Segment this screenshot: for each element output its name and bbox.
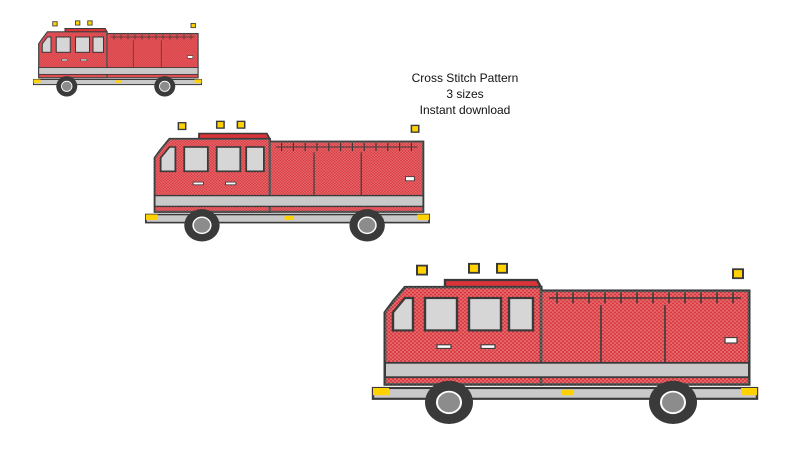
fire-truck-large-icon (371, 262, 759, 426)
fire-truck-small-icon (32, 20, 203, 98)
caption-download: Instant download (419, 103, 511, 117)
caption-sizes: 3 sizes (446, 87, 484, 101)
fire-truck-medium-icon (144, 120, 431, 243)
pattern-caption: Cross Stitch Pattern 3 sizes Instant dow… (385, 70, 545, 118)
caption-title: Cross Stitch Pattern (411, 71, 519, 85)
